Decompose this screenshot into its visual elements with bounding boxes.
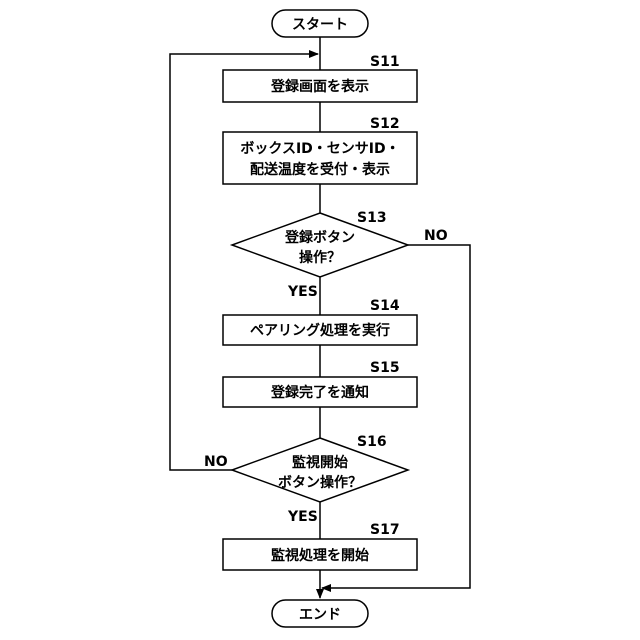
process-label-s17: 監視処理を開始	[271, 547, 369, 564]
process-label-s12-line2: 配送温度を受付・表示	[250, 161, 390, 178]
process-label-s11: 登録画面を表示	[270, 78, 369, 95]
step-id-s17: S17	[370, 522, 400, 538]
step-id-s16: S16	[357, 434, 387, 450]
branch-label-s13-no: NO	[424, 228, 448, 244]
process-label-s14: ペアリング処理を実行	[250, 322, 390, 339]
step-id-s12: S12	[370, 116, 400, 132]
branch-label-s16-no: NO	[204, 454, 228, 470]
step-id-s11: S11	[370, 54, 400, 70]
decision-label-s16-line2: ボタン操作？	[278, 474, 362, 491]
decision-label-s13-line1: 登録ボタン	[284, 229, 355, 246]
step-id-s15: S15	[370, 360, 400, 376]
process-label-s15: 登録完了を通知	[270, 384, 369, 401]
end-label: エンド	[299, 607, 341, 623]
step-id-s13: S13	[357, 210, 387, 226]
start-label: スタート	[292, 17, 348, 33]
branch-label-s16-yes: YES	[287, 509, 318, 525]
step-id-s14: S14	[370, 298, 400, 314]
process-label-s12-line1: ボックスID・センサID・	[240, 141, 399, 157]
decision-label-s16-line1: 監視開始	[292, 454, 348, 471]
decision-label-s13-line2: 操作？	[299, 249, 341, 266]
branch-label-s13-yes: YES	[287, 284, 318, 300]
